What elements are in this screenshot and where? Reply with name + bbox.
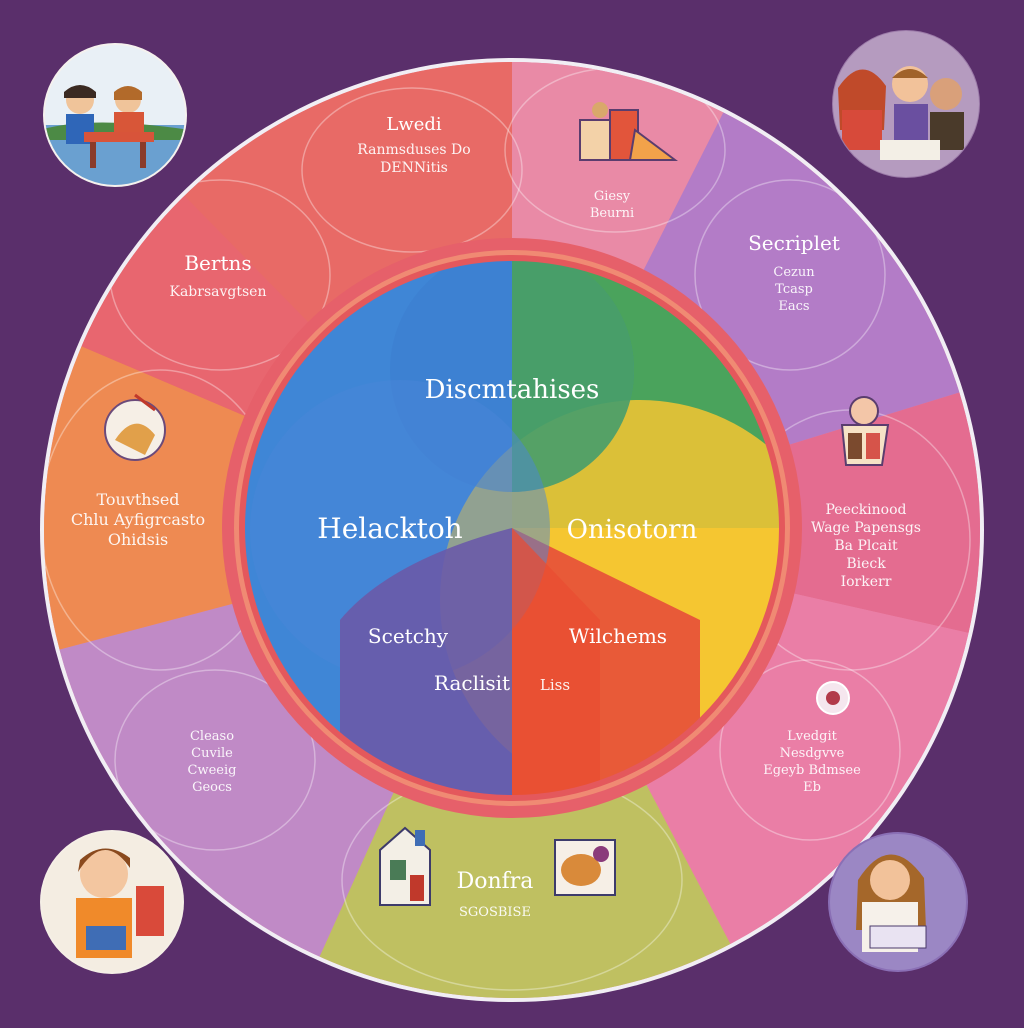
segment-line-4-3: Eb: [803, 780, 821, 795]
bread-icon: [816, 681, 850, 715]
toy-figure-icon: [840, 396, 890, 466]
segment-line-0-1: DENNitis: [380, 160, 448, 176]
segment-line-2-0: Cezun: [773, 265, 815, 280]
segment-title-0: Lwedi: [386, 114, 442, 135]
segment-line-7-1: Chlu Ayfigrcasto: [71, 510, 205, 529]
segment-line-6-2: Cweeig: [188, 763, 237, 778]
food-box-icon: [554, 839, 616, 896]
segment-line-4-1: Nesdgvve: [780, 746, 845, 761]
segment-line-7-2: Ohidsis: [108, 530, 168, 549]
segment-title-8: Bertns: [184, 251, 251, 275]
kids-talking-icon: [832, 30, 980, 178]
segment-line-2-1: Tcasp: [775, 282, 813, 297]
segment-line-6-3: Geocs: [192, 780, 232, 795]
segment-line-3-3: Bieck: [846, 556, 886, 572]
segment-title-2: Secriplet: [748, 231, 840, 255]
house-toy-icon: [379, 826, 431, 906]
segment-line-1-0: Giesy: [594, 189, 631, 204]
center-left-label: Helacktoh: [317, 512, 462, 545]
center-disk: [242, 258, 782, 798]
segment-line-3-1: Wage Papensgs: [811, 520, 921, 536]
center-bottom-label: Raclisit: [434, 671, 510, 695]
segment-line-6-0: Cleaso: [190, 729, 234, 744]
center-top-label: Discmtahises: [425, 375, 600, 405]
segment-line-2-2: Eacs: [778, 299, 809, 314]
segment-line-3-4: Iorkerr: [841, 574, 892, 590]
center-lower-right-label: Wilchems: [569, 624, 667, 648]
segment-line-4-2: Egeyb Bdmsee: [763, 763, 861, 778]
bird-toy-icon: [104, 393, 166, 461]
segment-title-5: Donfra: [457, 869, 534, 894]
segment-line-8-0: Kabrsavgtsen: [170, 284, 267, 300]
family-eating-icon: [43, 43, 187, 187]
boy-playing-icon: [40, 830, 184, 974]
segment-line-4-0: Lvedgit: [787, 729, 837, 744]
segment-line-3-2: Ba Plcait: [834, 538, 898, 554]
center-right-label: Onisotorn: [567, 515, 698, 545]
center-bottom-small-label: Liss: [540, 676, 570, 694]
segment-line-1-1: Beurni: [590, 206, 634, 221]
kitchen-items-icon: [579, 102, 678, 161]
segment-line-7-0: Touvthsed: [96, 490, 179, 509]
segment-line-3-0: Peeckinood: [826, 502, 907, 518]
segment-line-6-1: Cuvile: [191, 746, 233, 761]
girl-reading-icon: [828, 832, 968, 972]
segment-line-5-0: SGOSBISE: [459, 905, 531, 920]
center-lower-left-label: Scetchy: [368, 624, 449, 648]
segment-line-0-0: Ranmsduses Do: [357, 142, 470, 158]
